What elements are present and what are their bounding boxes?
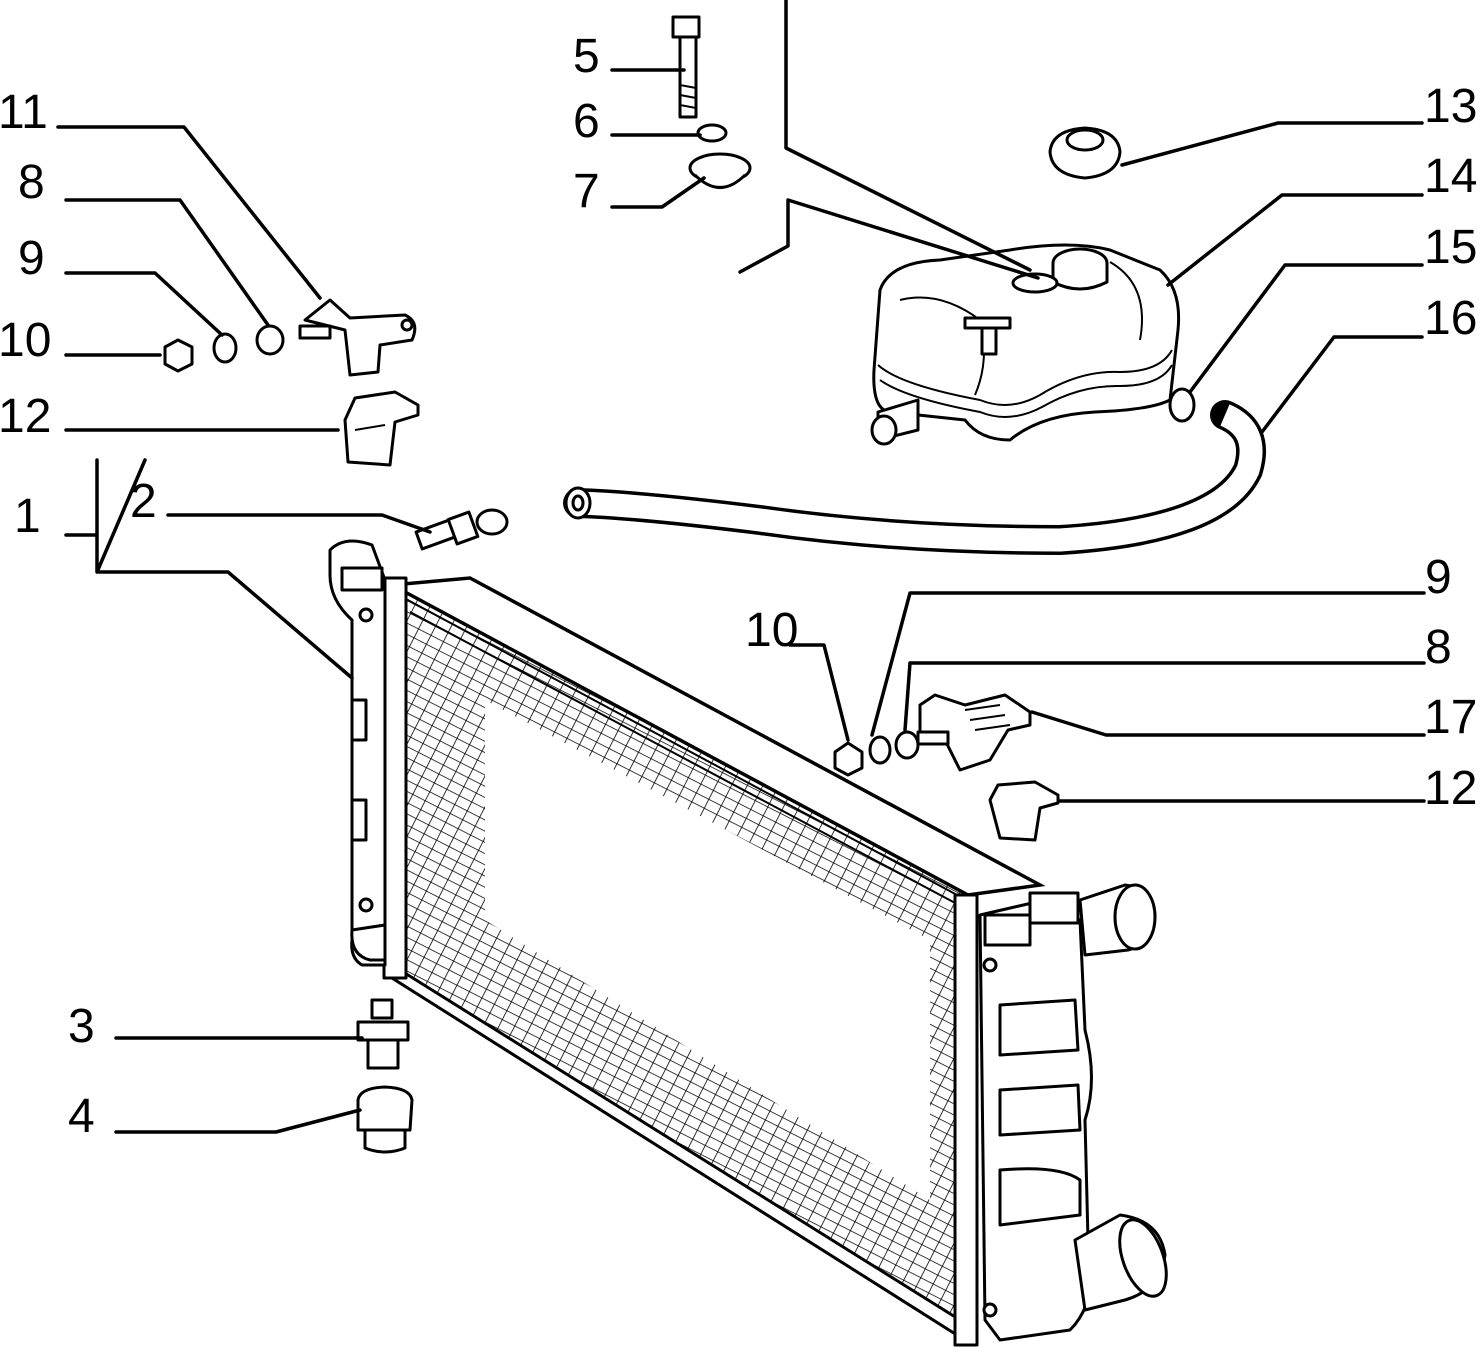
radiator-lower-outlet [1073, 1213, 1168, 1312]
leader-9-right [870, 591, 1426, 737]
radiator-upper-outlet [1078, 883, 1157, 957]
leader-14 [1166, 193, 1424, 287]
leader-8-left [64, 198, 270, 327]
part-washer-left-8 [255, 324, 285, 356]
part-rubber-mount-left [343, 390, 420, 467]
radiator-top-rail [386, 576, 1046, 897]
callout-9-left: 9 [18, 232, 45, 285]
leader-8-right [903, 661, 1426, 732]
callout-8-right: 8 [1425, 621, 1452, 674]
leader-11 [56, 125, 322, 300]
leader-1 [64, 458, 354, 680]
leader-9-left [64, 271, 224, 337]
leader-tank-sensor [738, 198, 1040, 280]
part-drain-plug [356, 998, 410, 1070]
leader-4 [114, 1108, 362, 1134]
leader-10-right [788, 643, 850, 742]
leader-17 [1030, 710, 1426, 737]
callout-11: 11 [0, 86, 48, 139]
part-bracket-left [298, 298, 417, 377]
part-washer [696, 123, 728, 143]
leader-7 [610, 176, 706, 209]
part-bleed-screw [414, 508, 509, 551]
callout-10-left: 10 [0, 314, 51, 367]
radiator-left-tank [328, 539, 387, 967]
callout-9-right: 9 [1425, 551, 1452, 604]
callout-15: 15 [1424, 221, 1477, 274]
callout-8-left: 8 [18, 156, 45, 209]
radiator-left-side-plate [382, 576, 408, 980]
callout-12-right: 12 [1424, 762, 1477, 815]
part-spring-washer-left-9 [212, 332, 238, 364]
expansion-tank [870, 243, 1181, 446]
callout-12-left: 12 [0, 390, 51, 443]
callout-1: 1 [14, 490, 41, 543]
part-nut-left-10 [163, 338, 194, 373]
callout-3: 3 [68, 1000, 95, 1053]
radiator [328, 539, 1168, 1347]
part-hose-clip [1168, 387, 1196, 423]
callout-5: 5 [573, 30, 600, 83]
part-washer-right-8 [894, 730, 920, 760]
callout-4: 4 [68, 1090, 95, 1143]
part-rubber-mount-right [988, 780, 1060, 842]
part-grommet [688, 152, 752, 189]
callout-13: 13 [1424, 80, 1477, 133]
radiator-right-side-plate [953, 893, 979, 1347]
callout-2: 2 [130, 475, 157, 528]
leader-tank-top [784, 0, 1032, 272]
part-filler-cap [1048, 126, 1122, 180]
callout-17: 17 [1424, 691, 1477, 744]
part-nut-right-10 [833, 741, 864, 777]
radiator-right-tank [978, 891, 1093, 1342]
leader-16 [1260, 335, 1424, 434]
leader-15 [1188, 263, 1424, 394]
leader-2 [166, 513, 432, 534]
callout-7: 7 [573, 165, 600, 218]
callout-labels: 1 2 3 4 5 6 7 8 9 10 11 12 13 14 15 16 9… [0, 30, 1477, 1143]
leader-lines [56, 0, 1426, 1134]
part-bolt [671, 15, 701, 119]
callout-16: 16 [1424, 292, 1477, 345]
part-rubber-bush [356, 1085, 414, 1154]
callout-6: 6 [573, 95, 600, 148]
part-bracket-right [916, 693, 1032, 772]
leader-13 [1120, 121, 1424, 167]
part-spring-washer-right-9 [868, 735, 892, 765]
callout-10-right: 10 [745, 604, 798, 657]
callout-14: 14 [1424, 150, 1477, 203]
